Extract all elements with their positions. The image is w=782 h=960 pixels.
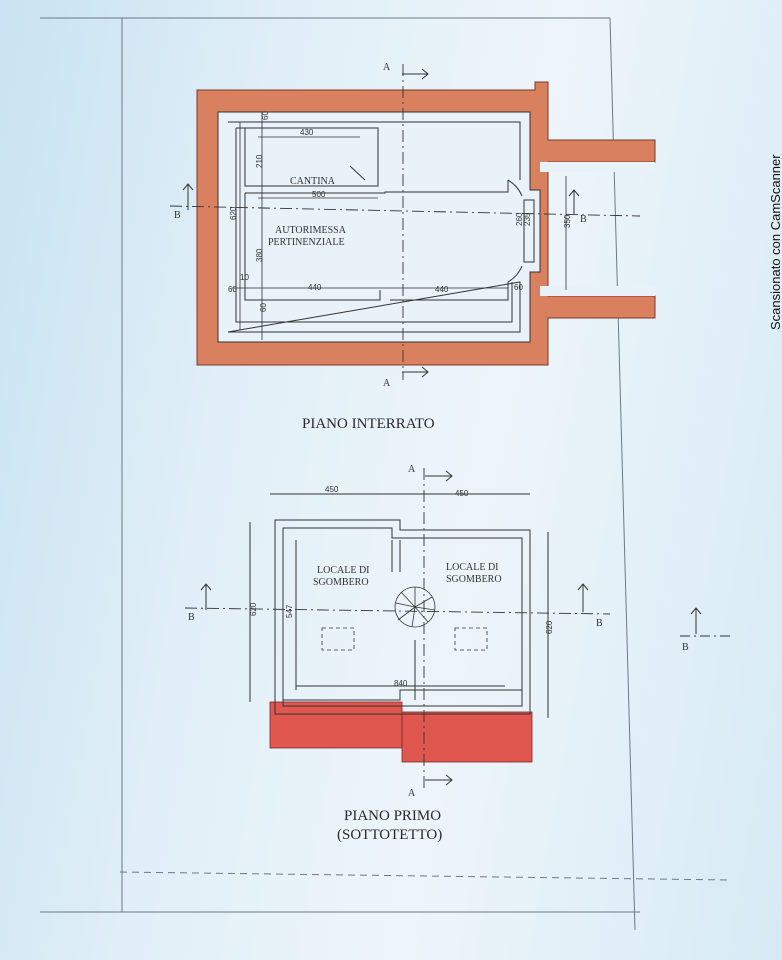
dim-210: 210 [255, 154, 264, 168]
corridor-top [540, 162, 655, 172]
section-markers-basement [182, 68, 580, 378]
dim-440-right: 440 [435, 285, 449, 294]
section-line-b-first [184, 607, 611, 615]
spiral-staircase [394, 586, 436, 628]
dim-380: 380 [255, 248, 264, 262]
basement-interior [217, 111, 541, 343]
section-label-b-right: B [580, 214, 587, 225]
section-label-b-first-right: B [596, 618, 603, 629]
section-line-b-basement [169, 205, 641, 217]
dim-620: 620 [229, 206, 238, 220]
dim-440-left: 440 [308, 283, 322, 292]
dim-840: 840 [394, 679, 408, 688]
room-label-garage-2: PERTINENZIALE [268, 237, 345, 248]
dim-60-top: 60 [261, 111, 270, 120]
basement-title: PIANO INTERRATO [302, 416, 435, 432]
skylight-left [321, 627, 355, 651]
dim-620-left: 620 [249, 602, 258, 616]
scanner-watermark: Scansionato con CamScanner [768, 154, 782, 330]
first-floor-title-2: (SOTTOTETTO) [337, 827, 442, 843]
section-label-b-first-left: B [188, 612, 195, 623]
basement-plan: CANTINA AUTORIMESSA PERTINENZIALE 430 60… [169, 64, 656, 432]
dim-450-right: 450 [455, 489, 469, 498]
section-label-a-first-top: A [408, 464, 416, 475]
dim-450-left: 450 [325, 485, 339, 494]
room-label-garage-1: AUTORIMESSA [275, 225, 347, 236]
room-label-right-2: SGOMBERO [446, 574, 502, 585]
dim-500: 500 [312, 190, 326, 199]
dim-60-bottom: 60 [259, 303, 268, 312]
room-label-left-2: SGOMBERO [313, 577, 369, 588]
room-label-cantina: CANTINA [290, 176, 336, 187]
dim-60-right: 60 [514, 283, 523, 292]
dim-10: 10 [240, 273, 249, 282]
corridor-bottom [540, 286, 655, 296]
room-label-right-1: LOCALE DI [446, 562, 499, 573]
section-label-a-top: A [383, 62, 391, 73]
first-floor-title-1: PIANO PRIMO [344, 808, 441, 824]
roof-slab-right [401, 711, 533, 763]
section-label-b-far-right: B [682, 642, 689, 653]
first-floor-plan: LOCALE DI SGOMBERO LOCALE DI SGOMBERO 45… [184, 468, 611, 843]
dim-350: 350 [563, 214, 572, 228]
skylight-right [454, 627, 488, 651]
dim-620-right: 620 [545, 620, 554, 634]
room-label-left-1: LOCALE DI [317, 565, 370, 576]
roof-slab-left [269, 701, 403, 749]
section-markers-first [200, 470, 730, 786]
dim-430: 430 [300, 128, 314, 137]
section-label-b-left: B [174, 210, 181, 221]
dim-235: 235 [523, 212, 532, 226]
dim-547: 547 [285, 604, 294, 618]
section-label-a-first-bottom: A [408, 788, 416, 799]
section-label-a-bottom: A [383, 378, 391, 389]
dim-260: 260 [515, 212, 524, 226]
dim-60-left: 60 [228, 285, 237, 294]
